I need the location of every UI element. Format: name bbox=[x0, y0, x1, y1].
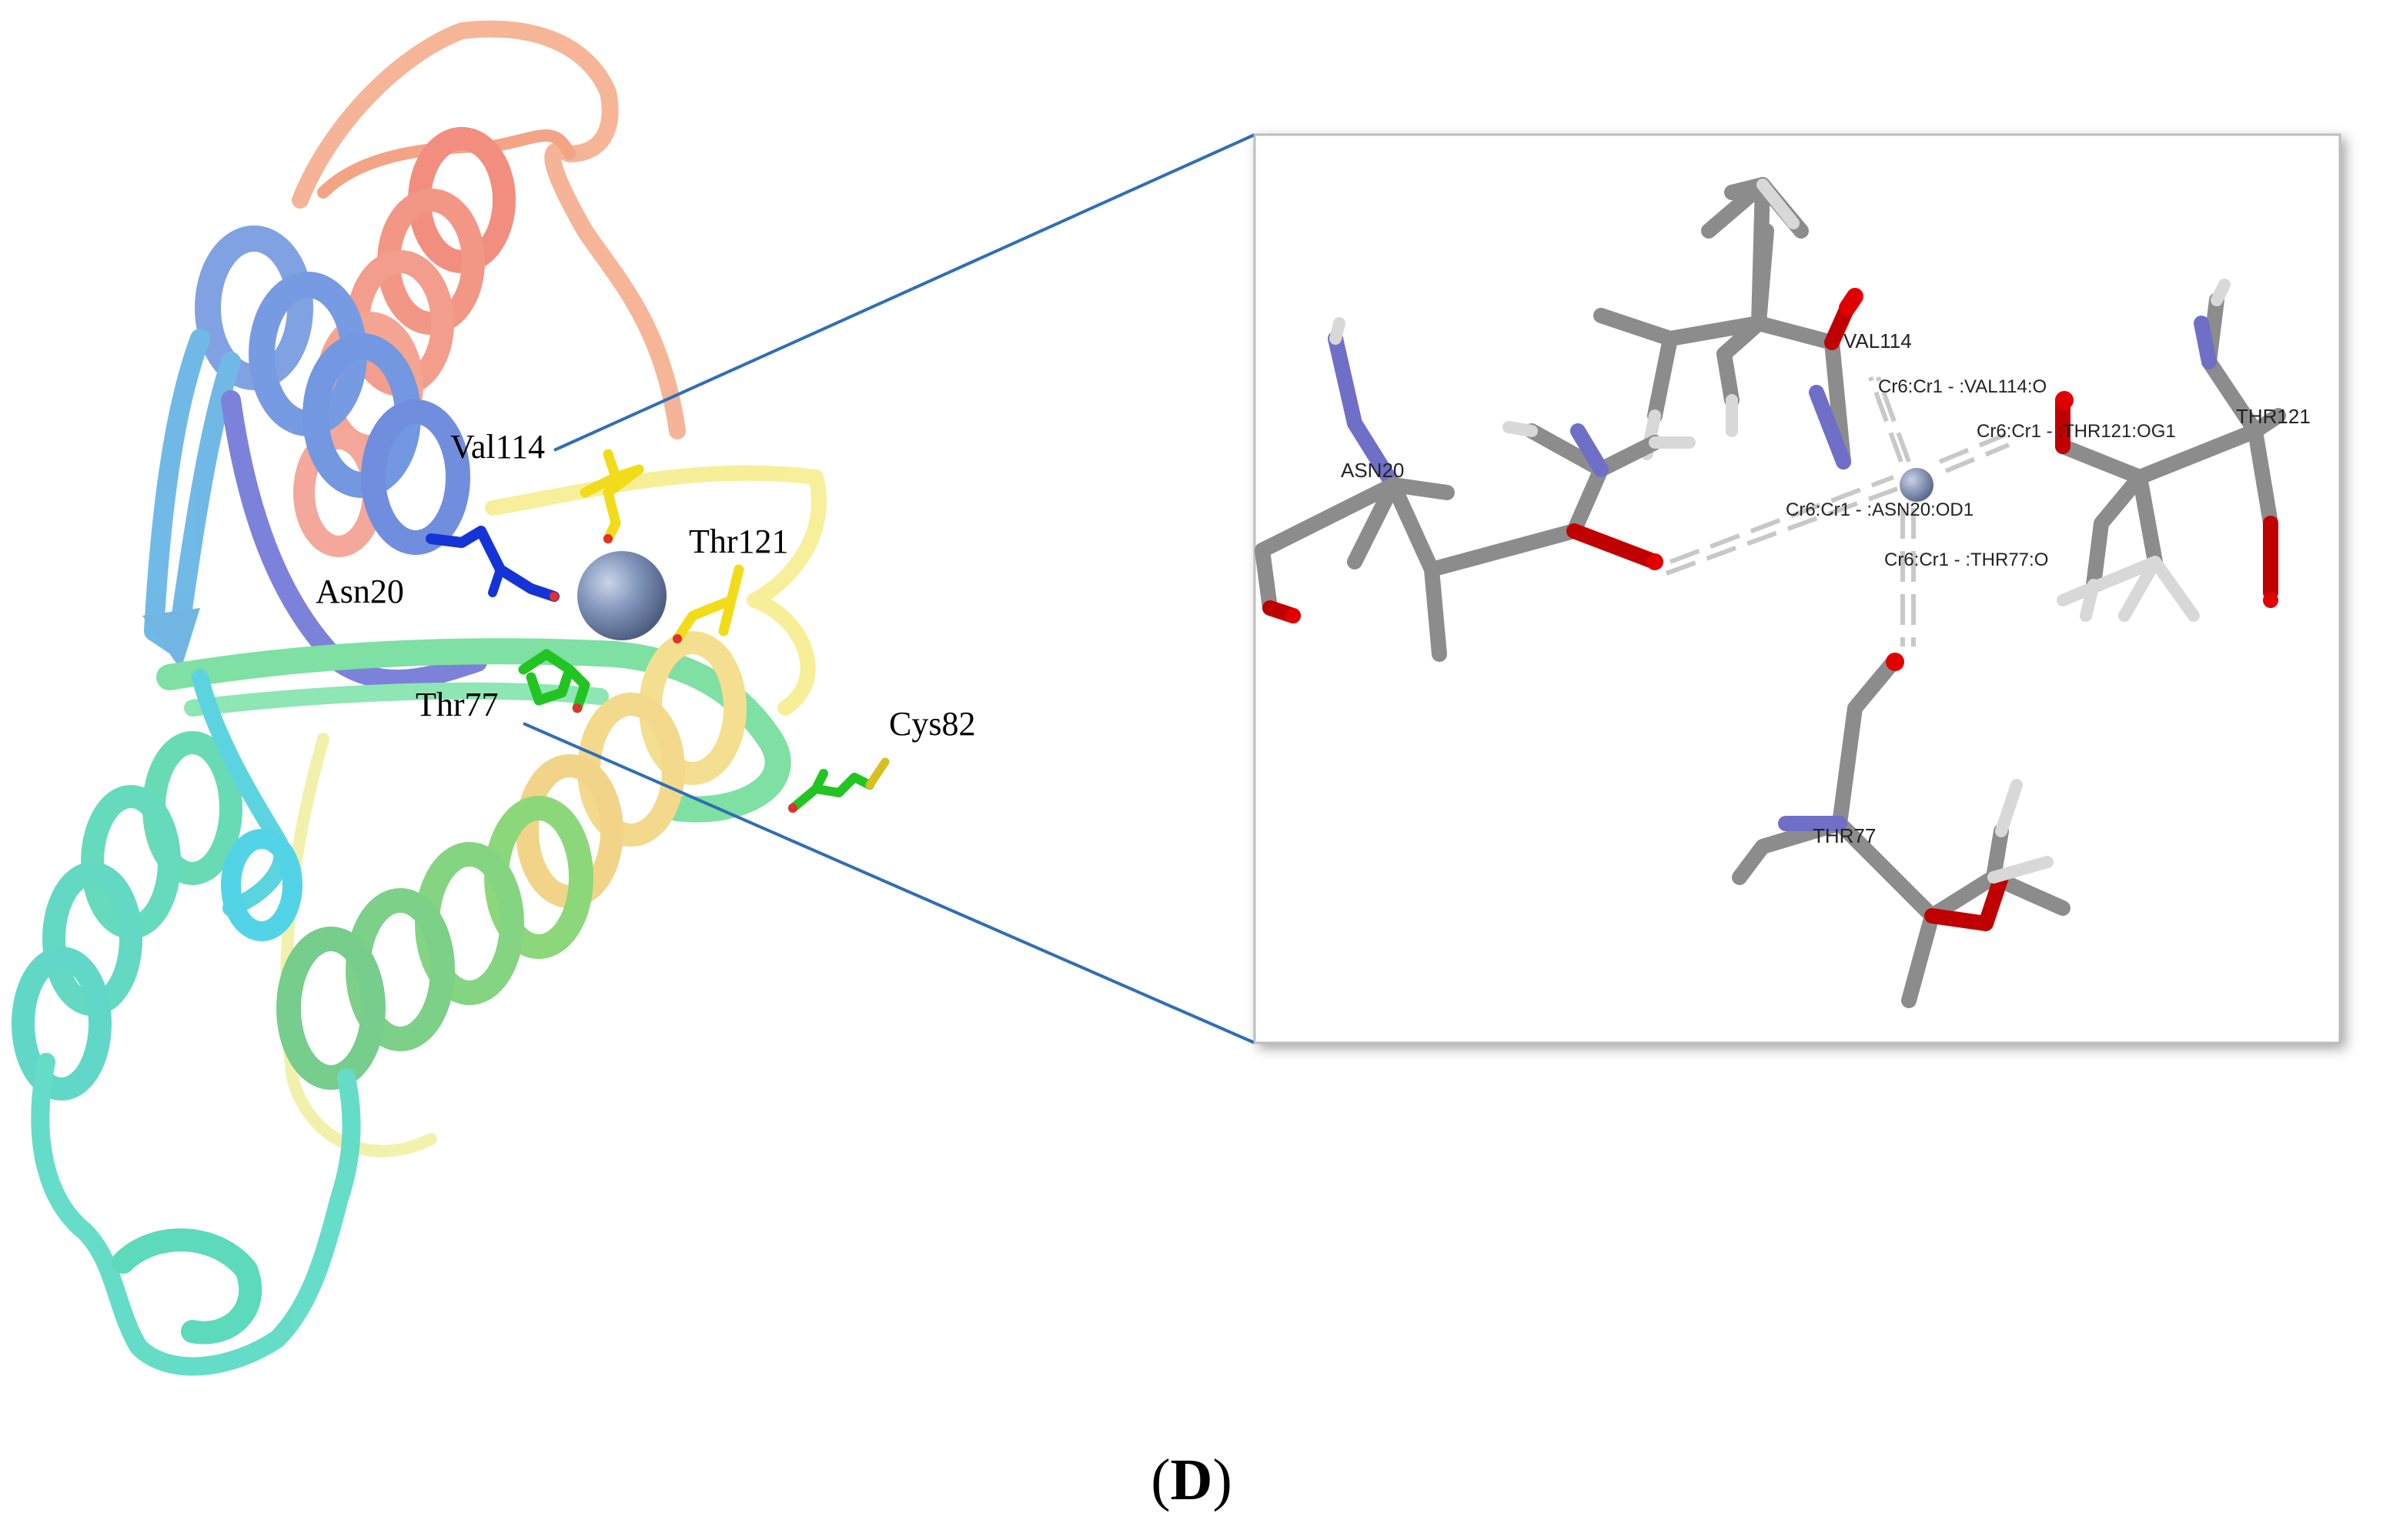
asn20-stick bbox=[426, 526, 560, 602]
callout-line-top bbox=[553, 133, 1255, 452]
panel-letter: D bbox=[1170, 1448, 1213, 1512]
cyan-helix-small bbox=[221, 829, 302, 941]
orange-loop bbox=[292, 20, 686, 439]
inset-label-thr77: THR77 bbox=[1813, 824, 1876, 847]
label-cys82: Cys82 bbox=[889, 705, 975, 743]
inset-sticks bbox=[1255, 177, 2286, 1008]
inset-label-cr-asn20: Cr6:Cr1 - :ASN20:OD1 bbox=[1786, 499, 1974, 520]
val114-stick bbox=[580, 449, 644, 544]
callout-line-bottom bbox=[523, 722, 1255, 1044]
panel-label: (D) bbox=[1151, 1448, 1232, 1512]
inset-label-asn20: ASN20 bbox=[1341, 459, 1404, 482]
thr121-residue bbox=[2055, 279, 2286, 622]
label-thr121: Thr121 bbox=[689, 523, 789, 560]
thr121-stick bbox=[672, 564, 744, 644]
green-helix bbox=[276, 796, 593, 1090]
strand-arrow bbox=[142, 608, 200, 670]
inset-label-cr-thr77: Cr6:Cr1 - :THR77:O bbox=[1884, 550, 2048, 570]
inset-label-thr121: THR121 bbox=[2236, 405, 2311, 428]
inset-panel: ASN20 VAL114 THR121 THR77 Cr6:Cr1 - :VAL… bbox=[1253, 133, 2341, 1044]
overview-active-site bbox=[426, 449, 890, 813]
teal-helix bbox=[12, 731, 242, 1101]
thr77-stick bbox=[518, 649, 590, 713]
blue-helix bbox=[195, 225, 470, 555]
bottom-loop bbox=[31, 1053, 361, 1376]
thr77-residue bbox=[1732, 654, 2071, 1008]
protein-cartoon bbox=[12, 20, 827, 1376]
label-thr77: Thr77 bbox=[416, 686, 499, 723]
label-val114: Val114 bbox=[450, 428, 545, 466]
green-sheet bbox=[156, 638, 791, 823]
cys82-stick bbox=[788, 769, 874, 813]
cyan-strand bbox=[144, 329, 241, 656]
label-asn20: Asn20 bbox=[316, 573, 404, 610]
bottom-helix bbox=[112, 1228, 262, 1345]
asn20-residue bbox=[1255, 317, 1696, 662]
coordination-bonds bbox=[1665, 376, 2010, 646]
inset-label-val114: VAL114 bbox=[1843, 329, 1912, 352]
chromium-ion-inset bbox=[1900, 468, 1933, 502]
inset-label-cr-val114: Cr6:Cr1 - :VAL114:O bbox=[1878, 376, 2047, 397]
chromium-ion-overview bbox=[577, 551, 667, 640]
inset-label-cr-thr121: Cr6:Cr1 - :THR121:OG1 bbox=[1977, 421, 2176, 442]
